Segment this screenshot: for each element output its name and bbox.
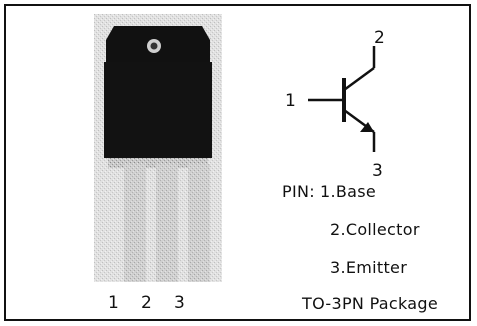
package-pin-1-label: 1: [108, 293, 119, 313]
collector-line: [343, 66, 375, 92]
symbol-emitter-label: 3: [372, 161, 383, 181]
npn-transistor-symbol: [274, 28, 434, 188]
to3pn-package-image: [94, 14, 222, 282]
pin-heading: PIN:: [282, 182, 315, 201]
package-pin-2-label: 2: [141, 293, 152, 313]
symbol-collector-label: 2: [374, 28, 385, 48]
package-body: [104, 62, 212, 158]
diagram-frame: 1 2 3 1 2 3 PIN: 1.Base 2.Collector 3.Em…: [4, 4, 471, 321]
pin-collector-text: 2.Collector: [330, 220, 420, 239]
lead-1: [124, 164, 146, 282]
emitter-arrow-icon: [360, 122, 374, 132]
package-name-text: TO-3PN Package: [302, 294, 438, 313]
pin-emitter-text: 3.Emitter: [330, 258, 408, 277]
lead-3: [188, 164, 210, 282]
package-pin-3-label: 3: [174, 293, 185, 313]
symbol-base-label: 1: [285, 91, 296, 111]
lead-2: [156, 164, 178, 282]
pin-base-text: 1.Base: [320, 182, 377, 201]
